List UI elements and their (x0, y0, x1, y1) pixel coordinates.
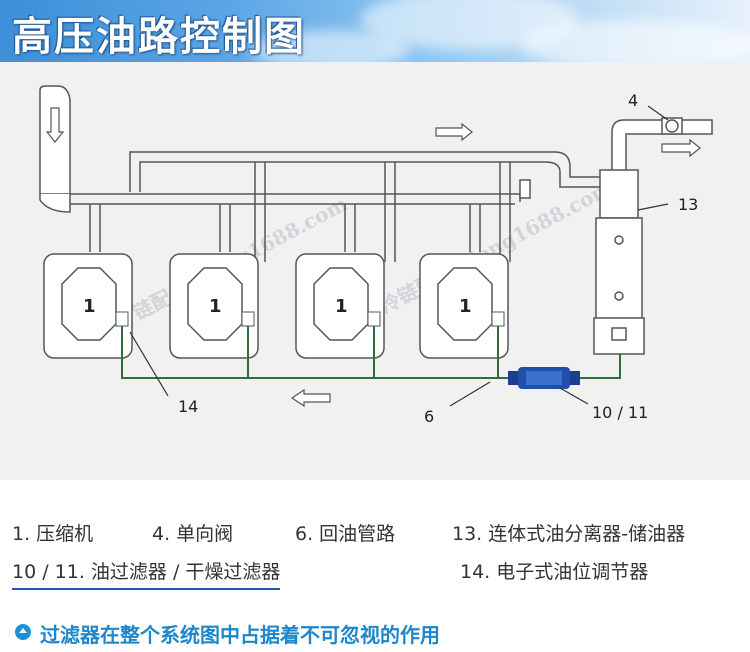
compressor-label-4: 1 (459, 296, 472, 317)
callout-separator: 13 (678, 195, 698, 214)
discharge-drops (89, 204, 481, 252)
header-pipe-lower (70, 179, 531, 205)
check-valve-icon (661, 117, 683, 135)
compressor-1: 1 (43, 253, 133, 359)
legend-item-check-valve: 4. 单向阀 (152, 523, 234, 545)
callout-check-valve: 4 (628, 91, 638, 110)
compressor-4: 1 (419, 253, 509, 359)
footer-note-bar: 过滤器在整个系统图中占据着不可忽视的作用 (0, 610, 750, 652)
separator-outlet-pipe (611, 119, 713, 173)
page-title: 高压油路控制图 (12, 14, 306, 60)
legend-item-oil-regulator: 14. 电子式油位调节器 (460, 561, 649, 583)
filter-drier-icon (508, 367, 580, 389)
flow-arrow-top (435, 122, 473, 142)
header-pipe-upper (129, 151, 600, 192)
compressor-3: 1 (295, 253, 385, 359)
compressor-label-1: 1 (83, 296, 96, 317)
up-arrow-icon (15, 624, 31, 640)
compressor-label-3: 1 (335, 296, 348, 317)
legend-item-compressor: 1. 压缩机 (12, 523, 94, 545)
oil-circuit-diagram: 冷链配件 Lleng1688.com 冷链配件 Lleng1688.com (0, 62, 750, 480)
legend-item-separator: 13. 连体式油分离器-储油器 (452, 523, 686, 545)
flow-arrow-right (661, 138, 701, 158)
diagram-svg: 冷链配件 Lleng1688.com 冷链配件 Lleng1688.com (39, 85, 713, 426)
legend-item-filter: 10 / 11. 油过滤器 / 干燥过滤器 (12, 557, 281, 590)
legend-item-return-pipe: 6. 回油管路 (295, 523, 396, 545)
callout-filter: 10 / 11 (592, 403, 648, 422)
callout-oil-regulator: 14 (178, 397, 198, 416)
flow-arrow-bottom (290, 388, 331, 408)
oil-separator (593, 169, 645, 355)
compressor-2: 1 (169, 253, 259, 359)
oil-return-line (121, 326, 621, 379)
compressor-label-2: 1 (209, 296, 222, 317)
footer-note: 过滤器在整个系统图中占据着不可忽视的作用 (40, 623, 440, 647)
header-banner: 高压油路控制图 (0, 0, 750, 62)
suction-risers (254, 162, 511, 262)
callout-return-pipe: 6 (424, 407, 434, 426)
discharge-pipe (39, 85, 71, 213)
